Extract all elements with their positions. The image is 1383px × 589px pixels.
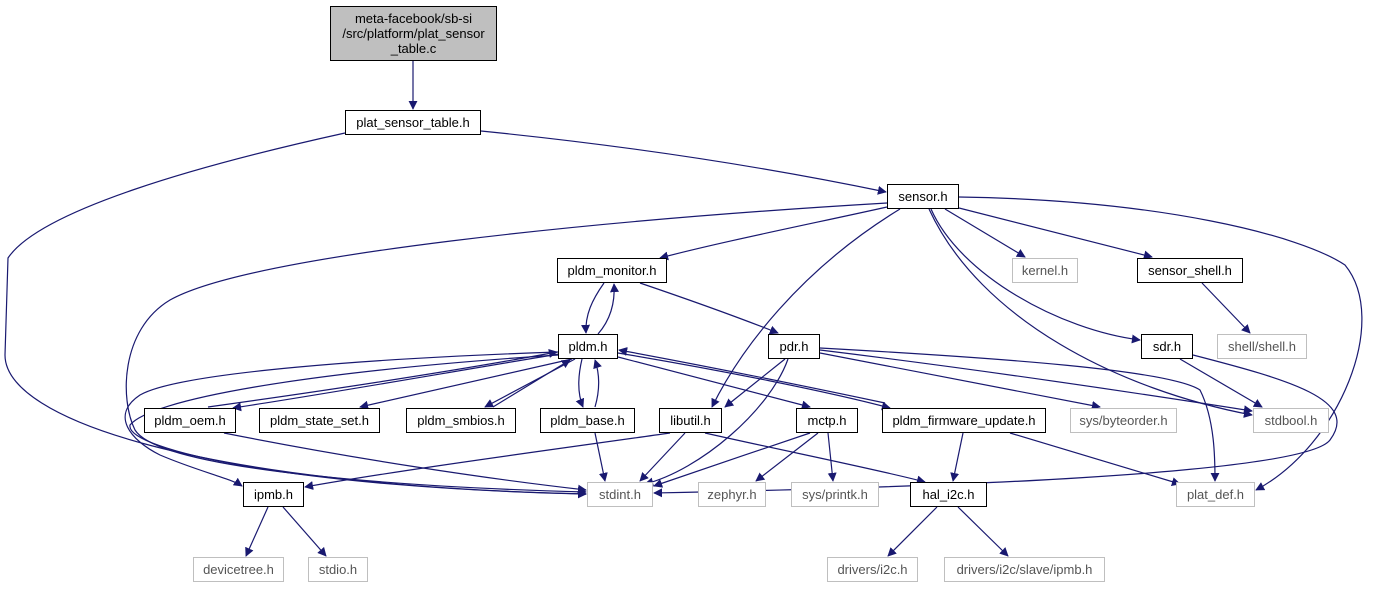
- edge-pldm-oem-h-to-stdint-h: [223, 432, 587, 494]
- edge-pdr-h-to-plat-def-h: [819, 347, 1220, 482]
- edge-pldm-monitor-h-to-pdr-h: [639, 282, 779, 335]
- node-pldm-firmware-update-h[interactable]: pldm_firmware_update.h: [882, 408, 1046, 433]
- node-hal-i2c-h[interactable]: hal_i2c.h: [910, 482, 987, 507]
- edge-plat-sensor-table-h-to-stdint-h: [4, 132, 587, 499]
- node-ipmb-h[interactable]: ipmb.h: [243, 482, 304, 507]
- node-sys-byteorder-h: sys/byteorder.h: [1070, 408, 1177, 433]
- root-file-line-3: _table.c: [390, 41, 437, 56]
- edge-sdr-h-to-stdbool-h: [1179, 358, 1263, 408]
- root-file-node: meta-facebook/sb-si /src/platform/plat_s…: [330, 6, 497, 61]
- node-pldm-smbios-h[interactable]: pldm_smbios.h: [406, 408, 516, 433]
- edge-ipmb-h-to-stdio-h: [282, 506, 327, 557]
- edge-sensor-shell-h-to-shell-shell-h: [1201, 282, 1251, 334]
- edge-pldm-base-h-to-stdint-h: [594, 432, 608, 482]
- edge-pdr-h-to-libutil-h: [724, 358, 786, 408]
- edge-pldm-h-to-ipmb-h: [124, 351, 559, 487]
- edge-sensor-h-to-pldm-monitor-h: [659, 206, 888, 261]
- edge-sensor-h-to-sensor-shell-h: [958, 207, 1153, 260]
- edge-pldm-h-to-pldm-base-h: [575, 358, 585, 408]
- edge-pdr-h-to-stdint-h: [644, 358, 789, 487]
- node-pdr-h[interactable]: pdr.h: [768, 334, 820, 359]
- edge-pldm-h-to-pldm-monitor-h: [597, 283, 619, 335]
- node-stdint-h: stdint.h: [587, 482, 653, 507]
- node-drivers-i2c-slave-ipmb-h: drivers/i2c/slave/ipmb.h: [944, 557, 1105, 582]
- edge-mctp-h-to-sys-printk-h: [827, 432, 837, 482]
- node-plat-sensor-table-h[interactable]: plat_sensor_table.h: [345, 110, 481, 135]
- node-kernel-h: kernel.h: [1012, 258, 1078, 283]
- edge-pldm-oem-h-to-pldm-h: [207, 349, 558, 408]
- edge-pldm-h-to-pldm-state-set-h: [359, 358, 573, 410]
- edge-pldm-h-to-pldm-oem-h: [232, 352, 566, 412]
- edge-libutil-h-to-stdint-h: [639, 432, 686, 482]
- node-stdbool-h: stdbool.h: [1253, 408, 1329, 433]
- node-devicetree-h: devicetree.h: [193, 557, 284, 582]
- root-file-line-1: meta-facebook/sb-si: [354, 11, 473, 26]
- edge-libutil-h-to-ipmb-h: [304, 432, 671, 491]
- edge-sensor-h-to-kernel-h: [944, 208, 1026, 258]
- node-mctp-h[interactable]: mctp.h: [796, 408, 858, 433]
- node-sensor-shell-h[interactable]: sensor_shell.h: [1137, 258, 1243, 283]
- edge-pldm-firmware-update-h-to-plat-def-h: [1009, 432, 1181, 486]
- edge-sensor-h-to-stdbool-h: [928, 208, 1253, 418]
- edge-ipmb-h-to-devicetree-h: [245, 506, 269, 557]
- node-pldm-oem-h[interactable]: pldm_oem.h: [144, 408, 236, 433]
- node-sdr-h[interactable]: sdr.h: [1141, 334, 1193, 359]
- edge-mctp-h-to-zephyr-h: [755, 432, 819, 482]
- edge-plat-sensor-table-h-to-sensor-h: [480, 130, 887, 195]
- node-pldm-state-set-h[interactable]: pldm_state_set.h: [259, 408, 380, 433]
- edge-pdr-h-to-stdbool-h: [819, 349, 1253, 415]
- edge-libutil-h-to-hal-i2c-h: [704, 432, 926, 485]
- edge-pldm-monitor-h-to-pldm-h: [581, 282, 605, 334]
- node-libutil-h[interactable]: libutil.h: [659, 408, 722, 433]
- edge-mctp-h-to-stdint-h: [653, 432, 811, 488]
- node-stdio-h: stdio.h: [308, 557, 368, 582]
- edge-sensor-h-to-sdr-h: [930, 208, 1141, 344]
- edge-pldm-firmware-update-h-to-hal-i2c-h: [950, 432, 964, 482]
- node-pldm-h[interactable]: pldm.h: [558, 334, 618, 359]
- node-sys-printk-h: sys/printk.h: [791, 482, 879, 507]
- edge-pldm-h-to-pldm-firmware-update-h: [617, 352, 891, 411]
- node-plat-def-h: plat_def.h: [1176, 482, 1255, 507]
- edge-hal-i2c-h-to-drivers-i2c-h: [887, 506, 938, 557]
- node-sensor-h[interactable]: sensor.h: [887, 184, 959, 209]
- root-file-line-2: /src/platform/plat_sensor: [342, 26, 485, 41]
- edge-pdr-h-to-sys-byteorder-h: [819, 352, 1101, 410]
- node-drivers-i2c-h: drivers/i2c.h: [827, 557, 918, 582]
- node-pldm-base-h[interactable]: pldm_base.h: [540, 408, 635, 433]
- edge-pldm-base-h-to-pldm-h: [593, 359, 602, 408]
- edge-hal-i2c-h-to-drivers-i2c-slave-ipmb-h: [957, 506, 1009, 557]
- edge-pldm-firmware-update-h-to-pldm-h: [618, 347, 886, 404]
- node-pldm-monitor-h[interactable]: pldm_monitor.h: [557, 258, 667, 283]
- node-shell-shell-h: shell/shell.h: [1217, 334, 1307, 359]
- edge-pldm-h-to-stdint-h: [129, 354, 587, 499]
- edge-pldm-smbios-h-to-pldm-h: [492, 359, 571, 408]
- edge-pldm-h-to-mctp-h: [617, 356, 811, 410]
- node-zephyr-h: zephyr.h: [698, 482, 766, 507]
- edge-pldm-h-to-pldm-smbios-h: [484, 358, 576, 408]
